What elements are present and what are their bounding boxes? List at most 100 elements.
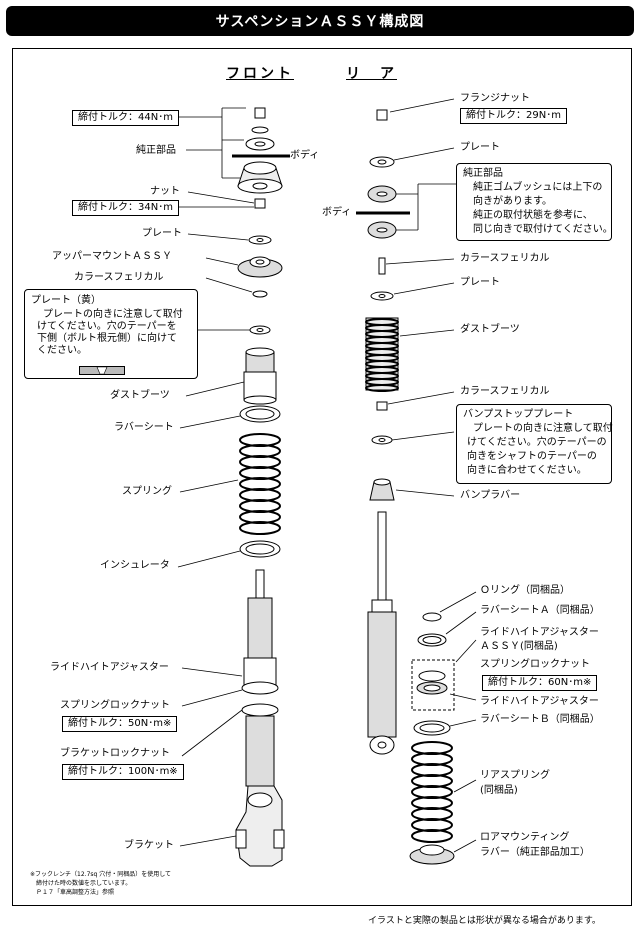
rear-genuine-line-1: 純正ゴムブッシュには上下の — [473, 182, 603, 193]
front-plate-icon — [248, 235, 272, 245]
front-rubber-seat-label: ラバーシート — [114, 422, 174, 433]
collar-spherical-icon — [252, 290, 268, 298]
rear-torque-spring-lock-box: 締付トルク：60N･m※ — [482, 675, 598, 691]
front-plate-note-line-3: 下側（ボルト根元側）に向けて — [37, 333, 177, 344]
rear-collar-spherical-icon — [378, 257, 386, 275]
footnote-line-3: Ｐ１７「車高調整方法」参照 — [30, 889, 115, 896]
front-body-label: ボディ — [290, 150, 320, 161]
leader-lines — [174, 98, 477, 853]
front-insulator-label: インシュレータ — [100, 560, 170, 571]
front-plate-yellow-note: プレート（黄） プレートの向きに注意して取付 けてください。穴のテーパーを 下側… — [24, 289, 198, 379]
front-upper-mount-label: アッパーマウントＡＳＳＹ — [52, 251, 172, 262]
footnote-line-2: 締付けた時の数値を示しています。 — [30, 880, 132, 887]
front-plate-label: プレート — [142, 228, 182, 239]
o-ring-icon — [422, 612, 442, 622]
footnote-line-1: ※フックレンチ（12.7sq 穴付・同梱品）を使用して — [30, 871, 172, 878]
rear-plate-mid-label: プレート — [460, 277, 500, 288]
front-bracket-icon — [235, 785, 285, 867]
lower-mount-label-2: ラバー（純正部品加工） — [480, 847, 590, 858]
front-plate-yellow-icon — [249, 325, 271, 335]
bump-plate-line-2: けてください。穴のテーパーの — [467, 437, 607, 448]
rear-dust-boot-icon — [365, 317, 399, 392]
rear-plate-top-icon — [369, 156, 395, 168]
rear-column-header: リ ア — [346, 66, 397, 82]
front-bushing-upper-icon — [245, 137, 275, 151]
bump-rubber-icon — [369, 478, 395, 501]
rubber-seat-b-label: ラバーシートＢ（同梱品） — [480, 714, 600, 725]
ride-height-adjuster-assy-icon — [411, 659, 455, 711]
front-top-nut-icon — [254, 107, 266, 119]
rear-flange-nut-icon — [376, 109, 388, 121]
rear-genuine-line-4: 同じ向きで取付けてください。 — [473, 224, 613, 235]
page-title: サスペンションＡＳＳＹ構成図 — [6, 6, 634, 36]
rear-genuine-line-3: 純正の取付状態を参考に、 — [473, 210, 593, 221]
rear-damper-icon — [367, 511, 397, 755]
bump-stop-plate-note: バンプストッププレート プレートの向きに注意して取付 けてください。穴のテーパー… — [456, 404, 613, 484]
front-bracket-lock-nut-label: ブラケットロックナット — [60, 748, 170, 759]
lower-mount-label-1: ロアマウンティング — [480, 832, 570, 843]
rear-bushing-upper-icon — [367, 185, 397, 203]
front-spring-label: スプリング — [122, 486, 172, 497]
rear-body-label: ボディ — [322, 207, 352, 218]
front-damper-icon — [241, 569, 279, 787]
plate-taper-icon — [79, 366, 125, 375]
front-plate-note-line-4: ください。 — [37, 345, 87, 356]
front-ride-height-adjuster-label: ライドハイトアジャスター — [50, 662, 169, 673]
front-plate-note-line-1: プレートの向きに注意して取付 — [43, 309, 183, 320]
rear-torque-flange-box: 締付トルク：29N･m — [460, 108, 567, 124]
front-dust-boot-icon — [243, 347, 277, 405]
rear-genuine-parts-note: 純正部品 純正ゴムブッシュには上下の 向きがあります。 純正の取付状態を参考に、… — [456, 163, 613, 241]
front-washer-icon — [251, 126, 269, 134]
rear-spring-icon — [411, 741, 453, 843]
bump-plate-title: バンプストッププレート — [463, 409, 574, 420]
front-dust-boot-label: ダストブーツ — [110, 390, 170, 401]
bump-rubber-label: バンプラバー — [460, 490, 521, 501]
rubber-seat-a-icon — [417, 633, 447, 647]
rear-genuine-line-2: 向きがあります。 — [473, 196, 552, 207]
front-nut-icon — [254, 198, 266, 209]
front-insulator-icon — [239, 540, 281, 558]
front-bracket-label: ブラケット — [124, 840, 174, 851]
disclaimer-text: イラストと実際の製品とは形状が異なる場合があります。 — [368, 916, 601, 926]
rubber-seat-b-icon — [413, 720, 451, 736]
rear-collar-spherical-2-icon — [376, 401, 388, 411]
rear-spring-label-2: (同梱品) — [480, 785, 518, 796]
front-torque-nut-box: 締付トルク：34N･m — [72, 200, 179, 216]
front-spring-lock-nut-label: スプリングロックナット — [60, 700, 170, 711]
front-plate-note-line-2: けてください。穴のテーパーを — [37, 321, 177, 332]
rear-plate-mid-icon — [370, 291, 394, 301]
diagram-frame — [12, 48, 632, 906]
front-genuine-parts-label: 純正部品 — [136, 145, 176, 156]
bump-plate-line-4: 向きに合わせてください。 — [467, 465, 587, 476]
lower-mounting-rubber-icon — [409, 844, 455, 865]
front-torque-spring-lock-box: 締付トルク：50N･m※ — [62, 716, 178, 732]
bump-plate-line-1: プレートの向きに注意して取付 — [473, 423, 613, 434]
front-nut-label: ナット — [150, 186, 180, 197]
ride-height-adjuster-label-2: ＡＳＳＹ(同梱品) — [480, 641, 558, 652]
front-torque-top-box: 締付トルク：44N･m — [72, 110, 179, 126]
front-collar-spherical-label: カラースフェリカル — [74, 272, 164, 283]
rear-dust-boot-label: ダストブーツ — [460, 324, 520, 335]
bump-stop-plate-icon — [371, 435, 393, 445]
o-ring-label: Ｏリング（同梱品） — [480, 585, 570, 596]
front-bushing-lower-icon — [237, 161, 283, 194]
rear-ride-height-adjuster-b-label: ライドハイトアジャスター — [480, 696, 599, 707]
bump-plate-line-3: 向きをシャフトのテーパーの — [467, 451, 597, 462]
front-plate-note-title: プレート（黄） — [31, 295, 101, 306]
rear-collar-spherical-2-label: カラースフェリカル — [460, 386, 550, 397]
front-footnote: ※フックレンチ（12.7sq 穴付・同梱品）を使用して 締付けた時の数値を示して… — [30, 870, 171, 897]
rear-genuine-title: 純正部品 — [463, 168, 503, 179]
rear-flange-nut-label: フランジナット — [460, 93, 530, 104]
front-rubber-seat-icon — [239, 405, 281, 423]
rubber-seat-a-label: ラバーシートＡ（同梱品） — [480, 605, 600, 616]
ride-height-adjuster-label-1: ライドハイトアジャスター — [480, 627, 599, 638]
rear-plate-top-label: プレート — [460, 142, 500, 153]
rear-spring-lock-nut-label: スプリングロックナット — [480, 659, 590, 670]
front-column-header: フロント — [226, 66, 294, 82]
upper-mount-icon — [237, 256, 283, 278]
front-spring-icon — [239, 433, 281, 535]
rear-bushing-lower-icon — [367, 221, 397, 239]
rear-collar-spherical-1-label: カラースフェリカル — [460, 253, 550, 264]
front-torque-bracket-lock-box: 締付トルク：100N･m※ — [62, 764, 184, 780]
